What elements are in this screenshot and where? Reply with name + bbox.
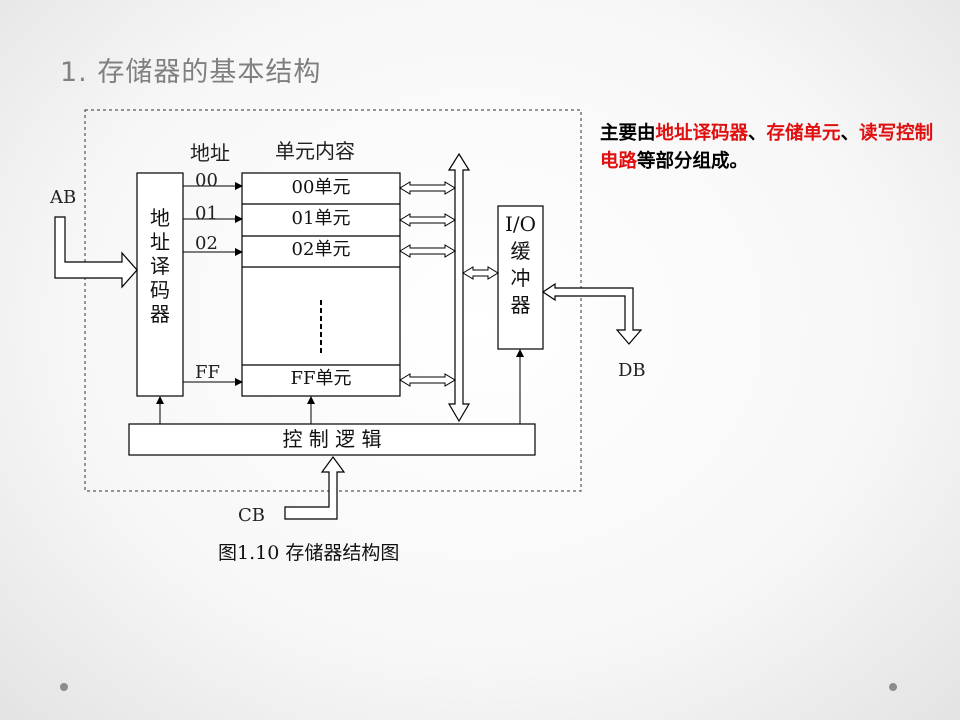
io-char: 器 — [510, 293, 531, 317]
address-01: 01 — [195, 203, 218, 224]
control-logic-box — [128, 423, 536, 456]
cell-ff: FF单元 — [290, 368, 352, 389]
io-buffer-box — [497, 205, 544, 350]
io-char: 冲 — [510, 266, 531, 290]
description-text: 主要由地址译码器、存储单元、读写控制电路等部分组成。 — [600, 120, 940, 176]
decoder-char: 码 — [150, 278, 170, 302]
note-highlight-storage-unit: 存储单元 — [766, 123, 841, 144]
cb-arrow — [284, 455, 346, 520]
ab-label: AB — [50, 187, 77, 208]
io-buffer-label: I/O 缓 冲 器 — [498, 211, 543, 319]
db-arrow — [541, 282, 643, 345]
address-header: 地址 — [190, 141, 230, 165]
io-char: 缓 — [510, 239, 531, 263]
decorative-dot-left — [60, 683, 68, 691]
note-part: 、 — [748, 123, 767, 144]
cell-02: 02单元 — [291, 239, 351, 260]
content-header: 单元内容 — [275, 139, 355, 163]
db-label: DB — [618, 360, 646, 381]
control-logic-label: 控 制 逻 辑 — [282, 427, 382, 451]
cell-bus-arrow-ff — [399, 373, 456, 387]
cell-bus-arrow-02 — [399, 244, 456, 258]
cell-01: 01单元 — [291, 208, 351, 229]
note-highlight-rw-control: 读写控制电路 — [600, 123, 934, 172]
address-02: 02 — [195, 233, 218, 254]
address-decoder-label: 地 址 译 码 器 — [137, 206, 183, 326]
cb-label: CB — [238, 505, 265, 526]
io-char: I/O — [504, 212, 537, 236]
decoder-char: 器 — [150, 302, 170, 326]
decoder-char: 址 — [150, 230, 170, 254]
address-ff: FF — [195, 362, 220, 383]
address-00: 00 — [195, 170, 218, 191]
cell-bus-arrow-01 — [399, 213, 456, 227]
cell-00: 00单元 — [291, 177, 351, 198]
data-bus-arrow — [447, 152, 471, 423]
figure-caption: 图1.10 存储器结构图 — [218, 542, 400, 564]
slide-title: 1. 存储器的基本结构 — [60, 57, 322, 88]
ab-bus-arrow — [54, 216, 138, 289]
bus-to-io-arrow — [462, 266, 499, 280]
note-part: 等部分组成。 — [637, 151, 749, 172]
note-part: 、 — [840, 123, 860, 144]
note-highlight-address-decoder: 地址译码器 — [655, 123, 749, 144]
decorative-dot-right — [889, 683, 897, 691]
decoder-char: 译 — [150, 254, 170, 278]
memory-array-box — [241, 172, 401, 397]
note-part: 主要由 — [600, 123, 656, 144]
cell-bus-arrow-00 — [399, 181, 456, 195]
decoder-char: 地 — [150, 206, 170, 230]
